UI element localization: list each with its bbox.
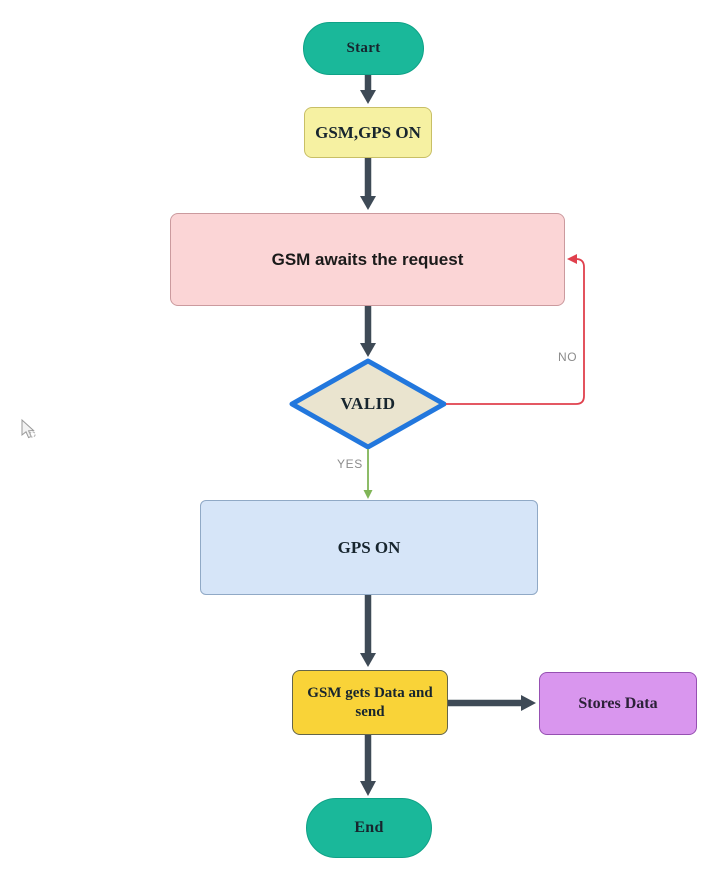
- edge-getsdata-to-storesdata[interactable]: [448, 695, 536, 711]
- node-valid-decision-label: VALID: [340, 394, 396, 413]
- edge-getsdata-to-end[interactable]: [360, 735, 376, 796]
- edge-gsmgpson-to-awaits[interactable]: [360, 158, 376, 210]
- edge-awaits-to-valid[interactable]: [360, 306, 376, 357]
- node-start[interactable]: Start: [303, 22, 424, 75]
- edge-label-yes: YES: [337, 457, 363, 471]
- edge-label-no: NO: [558, 350, 578, 364]
- node-gsm-gets-data-and-send[interactable]: GSM gets Data and send: [292, 670, 448, 735]
- edge-start-to-gsmgpson[interactable]: [360, 75, 376, 104]
- node-stores-data[interactable]: Stores Data: [539, 672, 697, 735]
- node-end[interactable]: End: [306, 798, 432, 858]
- edge-valid-yes-to-gpson[interactable]: [363, 449, 373, 499]
- mouse-cursor-icon: [21, 418, 36, 439]
- node-gps-on[interactable]: GPS ON: [200, 500, 538, 595]
- node-gsm-awaits-request[interactable]: GSM awaits the request: [170, 213, 565, 306]
- node-gsm-gps-on[interactable]: GSM,GPS ON: [304, 107, 432, 158]
- edge-gpson-to-getsdata[interactable]: [360, 595, 376, 667]
